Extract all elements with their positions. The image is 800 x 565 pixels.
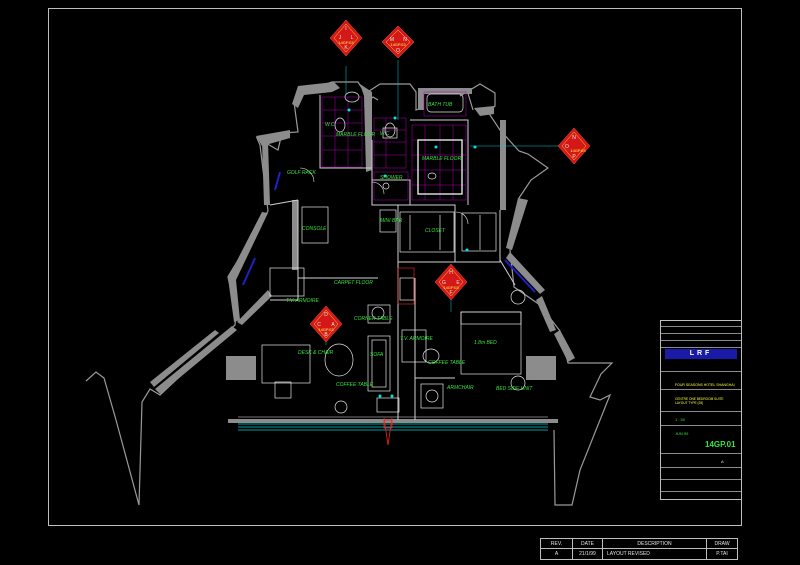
date-header: DATE — [573, 539, 603, 549]
label-tv-armoire-left: T.V. ARMOIRE — [286, 298, 320, 304]
marker-letter-o: O — [565, 144, 569, 150]
rev-header: REV. — [541, 539, 573, 549]
title-block: LRF FOUR SEASONS HOTEL SHANGHAI CENTRE O… — [660, 320, 742, 500]
label-wc-left: W.C — [325, 122, 335, 128]
label-closet: CLOSET — [425, 228, 446, 234]
drawing-date: JUN.99 — [675, 431, 689, 436]
marker-letter-d: D — [324, 312, 328, 318]
marker-letter-j: J — [339, 35, 342, 41]
rev-cell: A — [541, 549, 573, 559]
description-cell: LAYOUT REVISED — [603, 549, 707, 559]
label-carpet-floor: CARPET FLOOR — [334, 280, 373, 286]
section-marker-abcd: D C A B 14GP.03 — [309, 305, 343, 343]
marker-letter-n: N — [403, 37, 407, 43]
marker-letter-g: G — [442, 280, 446, 286]
drawing-number: 14GP.01 — [705, 440, 736, 449]
glazing — [238, 423, 548, 431]
label-marble-floor-left: MARBLE FLOOR — [336, 132, 376, 138]
marker-letter-l: L — [351, 35, 354, 41]
revision-header-row: REV. DATE DESCRIPTION DRAW — [541, 539, 737, 549]
section-marker-mno: M N O 14GP.03 — [381, 25, 415, 59]
partitions — [269, 95, 516, 420]
marker-sheet-ref: 14GP.03 — [318, 327, 334, 332]
label-king-bed: 1.8m BED — [474, 340, 497, 346]
shower-glass — [417, 139, 463, 195]
marker-letter-k: K — [344, 45, 348, 51]
label-armchair: ARMCHAIR — [446, 385, 474, 391]
marker-sheet-ref: 14GP.03 — [570, 148, 586, 153]
section-marker-nop: N O P 14GP.03 — [557, 127, 591, 165]
revision-row: A 21/1/99 LAYOUT REVISED P.TAI — [541, 549, 737, 559]
red-markers — [383, 417, 393, 446]
fixtures — [334, 91, 464, 190]
marker-letter-e: E — [456, 280, 460, 286]
section-marker-efgh: H G E F 14GP.03 — [434, 263, 468, 301]
marker-letter-o: O — [396, 48, 400, 54]
marker-sheet-ref: 14GP.03 — [390, 42, 406, 47]
marker-letter-b: B — [324, 332, 328, 338]
label-sofa: SOFA — [370, 352, 384, 358]
title-block-revision: A — [721, 459, 724, 464]
section-marker-ijkl: I J L K 14GP.03 — [329, 19, 363, 57]
marker-letter-a: A — [331, 322, 335, 328]
label-bedside-unit: BED SIDE UNIT — [496, 386, 533, 392]
draw-cell: P.TAI — [716, 551, 728, 557]
label-tv-armoire-mid: T.V. ARMOIRE — [400, 336, 434, 342]
marker-letter-p: P — [572, 154, 576, 160]
label-wc-mid: W.C — [380, 131, 390, 137]
marker-letter-i: I — [345, 26, 346, 32]
revision-table: REV. DATE DESCRIPTION DRAW A 21/1/99 LAY… — [540, 538, 738, 560]
label-console: CONSOLE — [302, 226, 327, 232]
label-bath-tub: BATH TUB — [428, 102, 453, 108]
firm-logo: LRF — [665, 349, 737, 359]
side-windows — [242, 171, 536, 293]
exterior-walls — [85, 81, 614, 506]
door-swings — [299, 167, 469, 305]
label-mini-bar: MINI BAR — [380, 218, 403, 224]
room-labels: BATH TUB W.C MARBLE FLOOR W.C MARBLE FLO… — [286, 102, 533, 392]
bathroom-tiles — [321, 91, 467, 201]
thick-walls — [150, 82, 575, 423]
label-coffee-table-right: COFFEE TABLE — [428, 360, 466, 366]
label-shower: SHOWER — [380, 175, 403, 181]
label-coffee-table-left: COFFEE TABLE — [336, 382, 374, 388]
project-name: FOUR SEASONS HOTEL SHANGHAI — [675, 383, 735, 387]
sheet-border — [48, 8, 742, 526]
marker-letter-m: M — [390, 37, 394, 43]
marker-letter-f: F — [449, 290, 452, 296]
label-marble-floor-right: MARBLE FLOOR — [422, 156, 462, 162]
marker-letter-n: N — [572, 135, 576, 141]
date-cell: 21/1/99 — [573, 549, 603, 559]
label-desk-chair: DESK & CHAIR — [298, 350, 334, 356]
drawing-scale: 1 : 50 — [675, 417, 686, 422]
marker-letter-h: H — [449, 270, 453, 276]
drawing-title: CENTRE ONE BEDROOM SUITE LAYOUT TYPE (28… — [675, 397, 724, 405]
draw-header: DRAW — [714, 541, 730, 547]
description-header: DESCRIPTION — [603, 539, 707, 549]
marker-letter-c: C — [317, 322, 321, 328]
marker-sheet-ref: 14GP.03 — [338, 40, 354, 45]
furniture — [261, 206, 526, 414]
label-golf-rack: GOLF RACK — [287, 170, 316, 176]
label-corner-table: CORNER TABLE — [354, 316, 393, 322]
marker-sheet-ref: 14GP.03 — [443, 285, 459, 290]
